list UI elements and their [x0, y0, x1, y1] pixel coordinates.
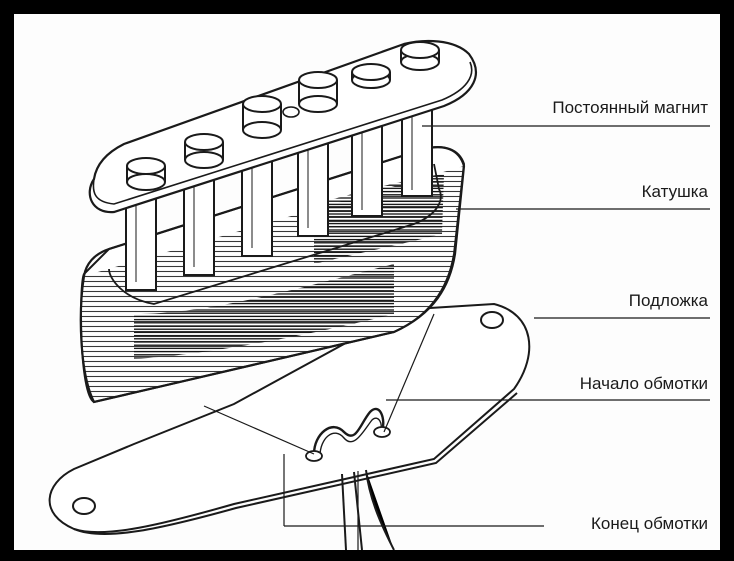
label-winding-start: Начало обмотки: [579, 374, 708, 393]
pole-pieces: [125, 91, 433, 291]
pole-top: [351, 63, 391, 89]
winding-wires: [305, 407, 395, 550]
terminal-end: [305, 450, 323, 462]
pole-top: [184, 133, 224, 169]
label-coil: Катушка: [641, 182, 708, 201]
leader-lines: [284, 125, 710, 527]
pole-top: [242, 95, 300, 139]
base-plate: [48, 302, 531, 536]
pickup-drawing: [48, 39, 710, 550]
terminal-start: [373, 426, 391, 438]
pole-top: [126, 157, 166, 191]
pole-top: [298, 71, 338, 113]
mount-hole-left: [72, 497, 96, 515]
label-winding-end: Конец обмотки: [591, 514, 708, 533]
label-base-plate: Подложка: [628, 291, 708, 310]
diagram-canvas: Постоянный магнит Катушка Подложка Начал…: [14, 14, 720, 550]
pole-top: [400, 41, 440, 71]
mount-hole-right: [480, 311, 504, 329]
pole-tops: [126, 41, 440, 191]
label-permanent-magnet: Постоянный магнит: [552, 98, 708, 117]
construction-lines: [203, 313, 435, 526]
